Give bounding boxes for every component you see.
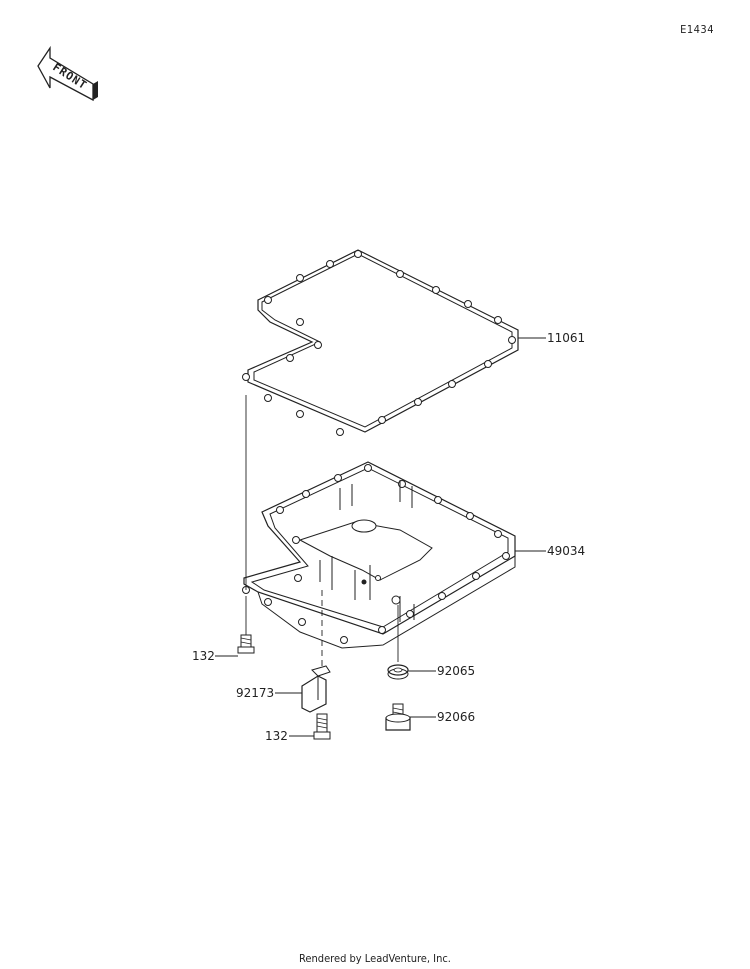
leader-lines <box>215 337 546 737</box>
label-92065: 92065 <box>437 664 475 678</box>
oil-pan-49034[interactable] <box>242 461 516 649</box>
bolt-132-clamp[interactable] <box>313 713 331 740</box>
label-49034: 49034 <box>547 544 585 558</box>
footer-credit: Rendered by LeadVenture, Inc. <box>299 952 451 965</box>
label-92173: 92173 <box>236 686 274 700</box>
washer-92065[interactable] <box>387 664 409 680</box>
front-arrow-icon: FRONT <box>37 45 98 102</box>
diagram-code: E1434 <box>680 23 714 36</box>
alignment-lines <box>245 395 399 668</box>
gasket-11061[interactable] <box>242 249 519 436</box>
label-132-left: 132 <box>192 649 215 663</box>
bolt-132-left[interactable] <box>237 634 255 654</box>
label-132-clamp: 132 <box>265 729 288 743</box>
label-92066: 92066 <box>437 710 475 724</box>
bracket-92173[interactable] <box>301 665 331 713</box>
drain-plug-92066[interactable] <box>385 703 411 731</box>
label-11061: 11061 <box>547 331 585 345</box>
